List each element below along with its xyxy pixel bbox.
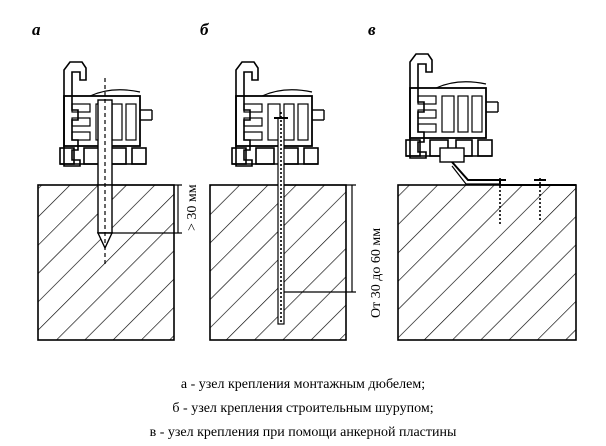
caption-c: в - узел крепления при помощи анкерной п…: [149, 425, 457, 440]
caption-b: б - узел крепления строительным шурупом;: [172, 401, 434, 416]
panel-c: [397, 53, 577, 341]
panel-a: > 30 мм: [37, 61, 200, 341]
dimension-b: От 30 до 60 мм: [369, 228, 384, 318]
dimension-a: > 30 мм: [185, 184, 200, 231]
panel-b: От 30 до 60 мм: [209, 61, 384, 341]
window-profile-c: [405, 53, 499, 159]
caption-a: а - узел крепления монтажным дюбелем;: [180, 377, 426, 392]
wall-block-c: [397, 184, 577, 341]
anchor-clip: [439, 147, 465, 163]
panel-label-b: б: [200, 20, 210, 39]
anchor-plate: [451, 161, 576, 186]
panel-label-c: в: [368, 20, 376, 39]
panel-label-a: а: [32, 20, 41, 39]
